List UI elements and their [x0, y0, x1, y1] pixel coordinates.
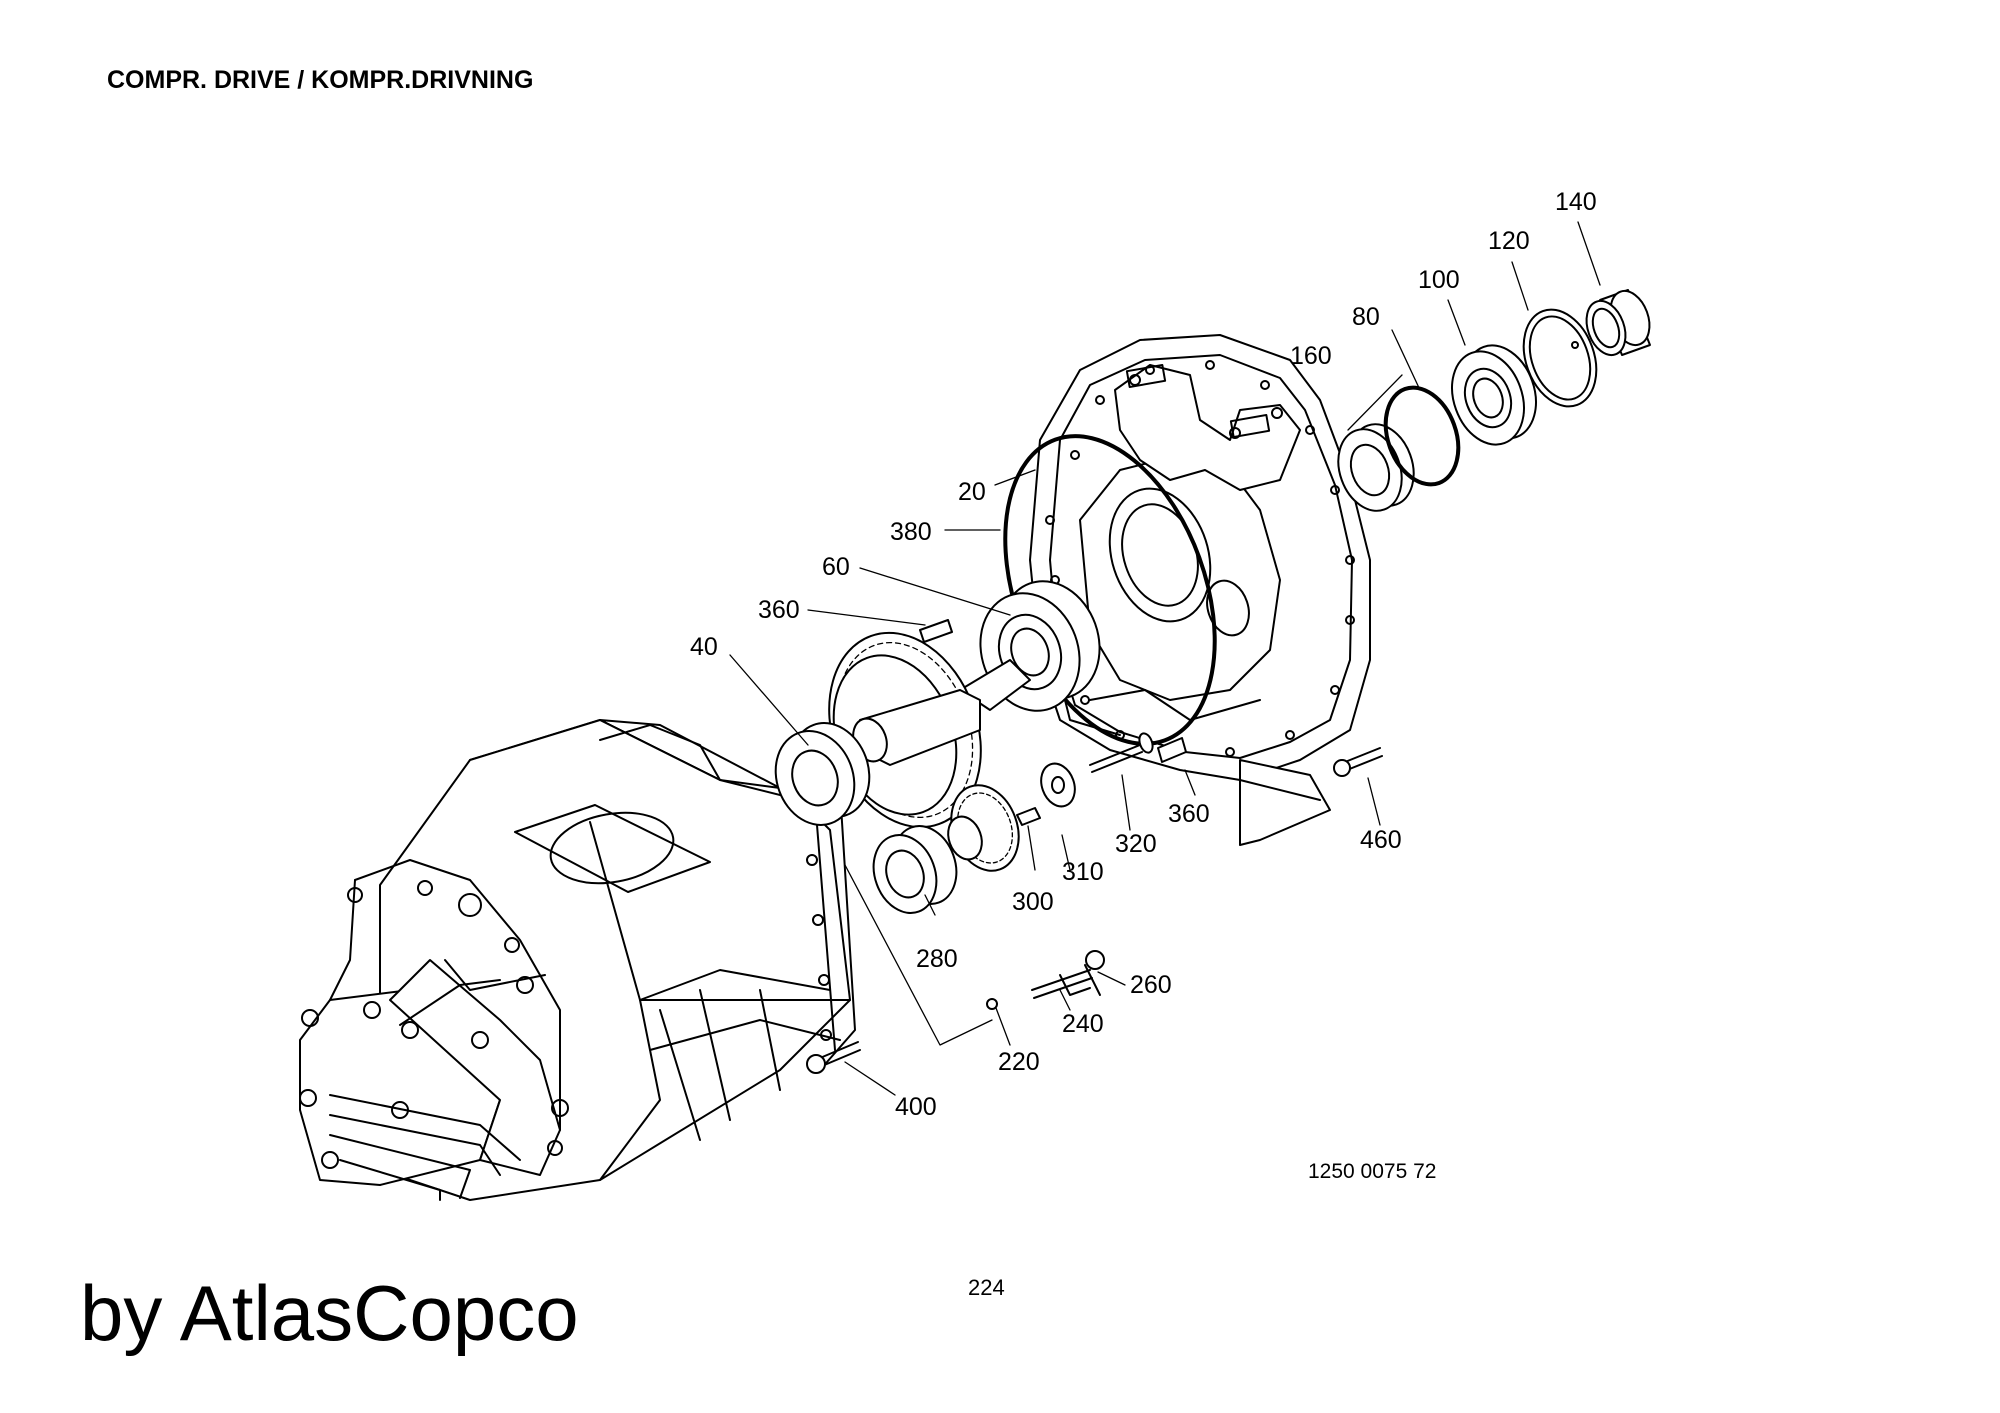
leader-lines: [729, 221, 1601, 1096]
bolt-320: [1089, 732, 1154, 773]
part-label-20: 20: [958, 478, 986, 506]
bolt-460: [1333, 747, 1383, 777]
part-label-100: 100: [1418, 266, 1460, 294]
part-label-140: 140: [1555, 188, 1597, 216]
part-label-380: 380: [890, 518, 932, 546]
part-label-240: 240: [1062, 1010, 1104, 1038]
part-label-40: 40: [690, 633, 718, 661]
pin-360-lower: [1157, 737, 1187, 763]
part-label-60: 60: [822, 553, 850, 581]
part-label-80: 80: [1352, 303, 1380, 331]
bolt-400: [806, 1041, 861, 1074]
part-labels: 20 40 60 80 100 120 140 160 220 240 260 …: [690, 188, 1597, 1121]
page-number: 224: [968, 1275, 1005, 1300]
bearing-280: [872, 825, 958, 914]
drawing-number: 1250 0075 72: [1308, 1160, 1437, 1183]
part-label-220: 220: [998, 1048, 1040, 1076]
seal-160: [1337, 423, 1415, 512]
o-ring-80: [1383, 385, 1461, 487]
part-label-280: 280: [916, 945, 958, 973]
part-label-460: 460: [1360, 826, 1402, 854]
pinion-gear: [947, 784, 1020, 872]
part-label-300: 300: [1012, 888, 1054, 916]
gear-housing: [1029, 334, 1371, 846]
part-label-320: 320: [1115, 830, 1157, 858]
page-title: COMPR. DRIVE / KOMPR.DRIVNING: [107, 66, 534, 94]
watermark-text: by AtlasCopco: [80, 1269, 579, 1357]
part-label-360-lower: 360: [1168, 800, 1210, 828]
part-label-400: 400: [895, 1093, 937, 1121]
sleeve-140: [1585, 289, 1651, 357]
part-label-360-upper: 360: [758, 596, 800, 624]
compressor-element: [299, 719, 856, 1201]
washer-310: [1040, 762, 1076, 808]
part-label-310: 310: [1062, 858, 1104, 886]
part-label-160: 160: [1290, 342, 1332, 370]
pin-360-upper: [919, 619, 953, 643]
key-300: [1016, 807, 1041, 826]
bearing-40: [774, 722, 871, 826]
part-label-260: 260: [1130, 971, 1172, 999]
cover-100: [1451, 344, 1537, 446]
drain-assembly: [986, 950, 1105, 1010]
circlip-120: [1522, 308, 1598, 408]
part-label-120: 120: [1488, 227, 1530, 255]
